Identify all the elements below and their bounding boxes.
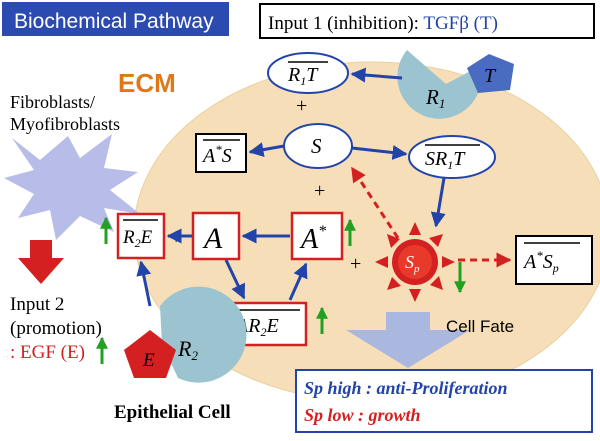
arrow-s-to-sr1t (351, 145, 408, 160)
s-label: S (311, 134, 322, 158)
cell-fate-legend-box (295, 369, 593, 433)
astar-s-label: A*S (201, 142, 232, 167)
plus-astar-sp: + (350, 253, 361, 275)
r2e-label: R2E (122, 227, 153, 250)
epithelial-cell-label: Epithelial Cell (114, 402, 231, 423)
r1t-node (267, 52, 349, 94)
arrow-r1-to-r1t (350, 67, 403, 83)
a-node (191, 211, 241, 261)
arrow-sr1t-to-sp (430, 177, 446, 228)
cell-fate-arrow-icon (346, 312, 470, 368)
ecm-label: ECM (118, 68, 176, 98)
input1-label: Input 1 (inhibition): TGFβ (T) (268, 13, 498, 34)
arrow-s-to-astar-s (248, 142, 285, 158)
sr1t-node (408, 135, 496, 179)
r2-receptor-label: R2 (177, 336, 198, 363)
fibroblasts-label-line1: Fibroblasts/ (10, 92, 95, 112)
legend-sp-high: Sp high : anti-Proliferation (304, 378, 508, 398)
arrow-r2-to-r2e (136, 260, 152, 307)
astar-sp-label: A*Sp (522, 248, 559, 275)
legend-sp-low: Sp low : growth (304, 405, 421, 425)
plus-r1t-s: + (296, 95, 307, 117)
input1-ligand: TGFβ (T) (423, 13, 498, 34)
arrow-a-to-ar2e (224, 259, 246, 300)
cell-fate-label: Cell Fate (446, 317, 514, 336)
arrow-sp-to-s (350, 166, 400, 239)
a-label: A (202, 222, 223, 255)
plus-s-astar: + (314, 180, 325, 202)
egf-ligand-icon (124, 330, 176, 378)
r1t-label: R1T (287, 64, 319, 88)
input2-label-line2: (promotion) (10, 318, 102, 339)
input2-arrow-icon (18, 240, 64, 284)
tgfb-ligand-icon (467, 54, 514, 93)
fibroblast-star-icon (4, 134, 140, 240)
arrow-ar2e-to-astar (288, 262, 308, 301)
astar-sp-node (515, 235, 593, 285)
r2-receptor-icon (160, 286, 247, 383)
r1-receptor-icon (397, 50, 482, 119)
pathway-tag-box (2, 2, 229, 36)
sr1t-label: SR1T (425, 148, 466, 172)
input2-label-line3: : EGF (E) (10, 342, 85, 363)
pathway-tag: Biochemical Pathway (14, 10, 214, 33)
input2-label-line1: Input 2 (10, 294, 64, 315)
input1-box (259, 3, 595, 39)
astar-node (290, 211, 344, 261)
fibroblasts-label-line2: Myofibroblasts (10, 114, 120, 134)
r1-receptor-label: R1 (425, 85, 445, 111)
astar-label: A* (299, 223, 326, 255)
sp-label: Sp (405, 252, 420, 275)
r2e-node (116, 212, 166, 260)
e-ligand-label: E (142, 350, 155, 371)
t-ligand-label: T (484, 65, 497, 87)
sp-sun-icon (375, 222, 455, 302)
